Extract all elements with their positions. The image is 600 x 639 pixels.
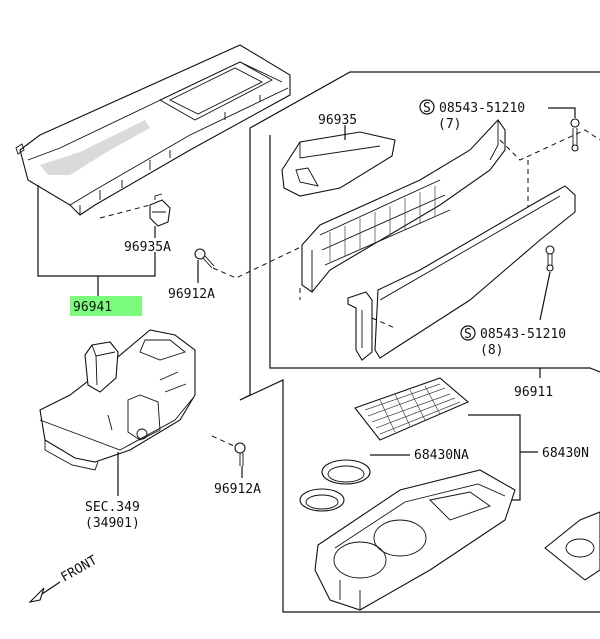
front-arrow-icon [28,581,61,603]
s-mark-bottom-letter: S [464,327,472,342]
group-frame-outer [239,71,600,401]
console-finisher-part [15,44,291,216]
cup-ring-parts [299,459,371,512]
s-mark-bottom [460,325,476,341]
label-front: FRONT [59,553,101,586]
callout-96912A-bottom: 96912A [214,482,261,497]
screw-96912A-bottom [234,442,246,466]
callout-96941: 96941 [73,300,112,315]
callout-68430NA: 68430NA [414,448,469,463]
cup-holder-tray-part [314,469,516,611]
lid-96935-part [281,131,396,197]
side-panel-96911-part [347,185,576,361]
tray-insert-part [544,511,600,581]
callout-08543-top-qty: (7) [438,117,461,132]
callout-96912A-top: 96912A [168,287,215,302]
mat-68430-part [354,377,470,441]
s-mark-top-letter: S [423,101,431,116]
callout-sec-349-sub: (34901) [85,516,140,531]
callout-96935: 96935 [318,113,357,128]
callout-08543-bottom: 08543-51210 [480,327,566,342]
dash-clip-to-finisher [99,204,151,219]
callout-08543-top: 08543-51210 [439,101,525,116]
callout-96935A: 96935A [124,240,171,255]
clip-96935A-part [149,193,171,227]
screw-08543-top [570,118,580,152]
s-mark-top [419,99,435,115]
callout-sec-349: SEC.349 [85,500,140,515]
highlight-96941 [70,296,142,316]
shifter-assembly-part [39,329,196,471]
leader-96941 [37,185,156,277]
callout-08543-bottom-qty: (8) [480,343,503,358]
screw-96912A-top [194,248,215,269]
screw-08543-bottom [545,245,555,272]
group-frame-lower [239,379,600,613]
callout-68430N: 68430N [542,446,589,461]
console-body-part [301,119,506,293]
callout-96911: 96911 [514,385,553,400]
group-frame-inner [269,135,600,373]
